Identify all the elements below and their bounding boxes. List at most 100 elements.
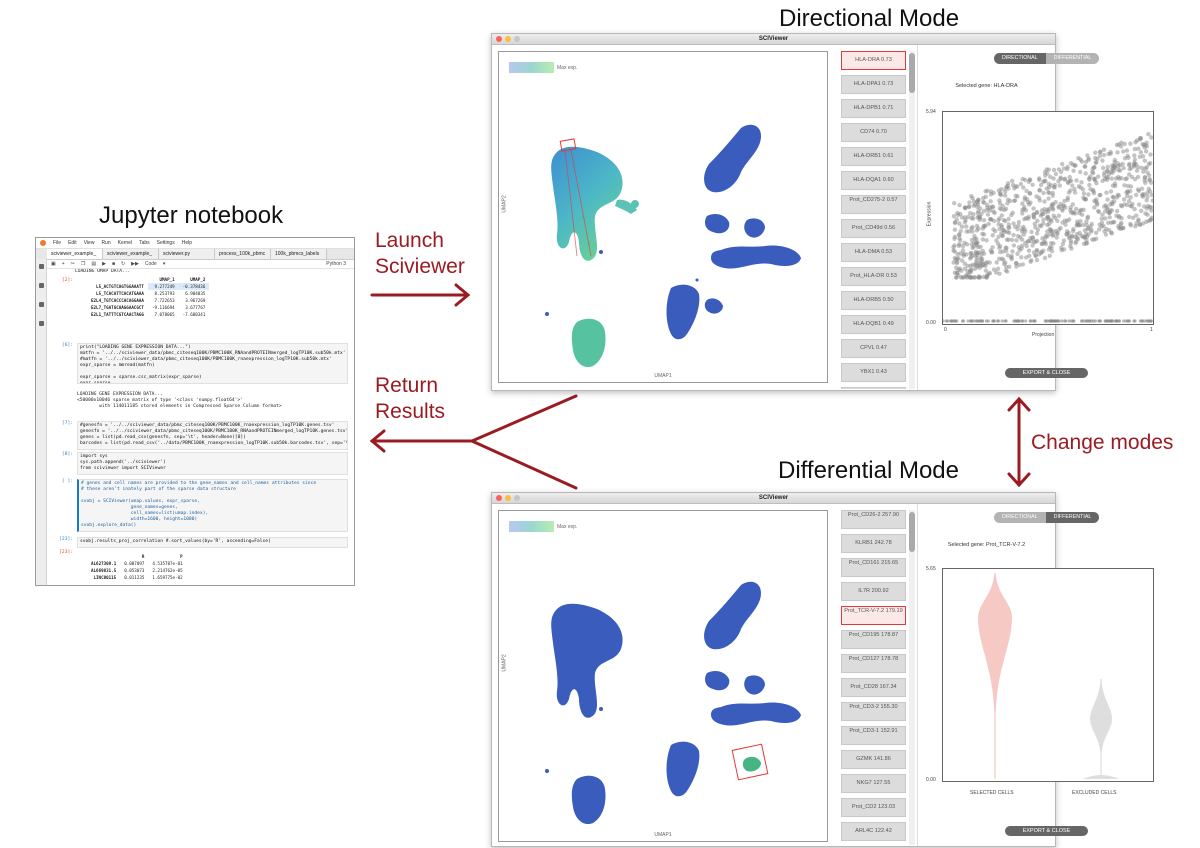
extension-icon[interactable] xyxy=(38,321,44,326)
gene-list-item[interactable]: HLA-DQB1 0.49 xyxy=(841,315,906,334)
gene-list-item[interactable]: Prot_CD3-2 155.30 xyxy=(841,702,906,721)
run-icon[interactable]: ▶ xyxy=(102,260,106,267)
restart-icon[interactable]: ↻ xyxy=(120,260,126,267)
gene-list-item[interactable]: Prot_CD275-2 0.57 xyxy=(841,195,906,214)
gene-list-item[interactable]: NKG7 127.55 xyxy=(841,774,906,793)
gene-list-item[interactable]: MARCKS 0.43 xyxy=(841,387,906,389)
fast-forward-icon[interactable]: ▶▶ xyxy=(131,260,139,267)
mode-toggle[interactable]: DIRECTIONAL DIFFERENTIAL xyxy=(994,512,1100,523)
code-cell-9[interactable]: # genes and cell names are provided to t… xyxy=(77,479,348,532)
scatter-point xyxy=(1010,210,1015,215)
gene-list-item[interactable]: HLA-DMA 0.53 xyxy=(841,243,906,262)
menu-help[interactable]: Help xyxy=(181,240,193,246)
gene-list-item[interactable]: Prot_CD26-2 257.90 xyxy=(841,510,906,529)
gene-list-item[interactable]: Prot_CD3-1 152.91 xyxy=(841,726,906,745)
scatter-point xyxy=(1094,197,1099,202)
mode-toggle[interactable]: DIRECTIONAL DIFFERENTIAL xyxy=(994,53,1100,64)
export-close-button[interactable]: EXPORT & CLOSE xyxy=(1005,368,1088,378)
gene-list-item[interactable]: Prot_CD195 178.87 xyxy=(841,630,906,649)
scatter-point xyxy=(961,275,966,280)
menu-file[interactable]: File xyxy=(53,240,62,246)
gene-list-item[interactable]: IL7R 200.92 xyxy=(841,582,906,601)
gene-list-item[interactable]: CPVL 0.47 xyxy=(841,339,906,358)
scrollbar-thumb[interactable] xyxy=(909,512,915,552)
tab-process-pbmc[interactable]: process_100k_pbmc xyxy=(215,249,271,259)
code-cell-8[interactable]: import sys sys.path.append('../sciviewer… xyxy=(77,452,348,475)
scrollbar-thumb[interactable] xyxy=(909,53,915,93)
gene-list-item[interactable]: CD74 0.70 xyxy=(841,123,906,142)
running-icon[interactable] xyxy=(38,283,44,288)
gene-list-item[interactable]: HLA-DRB5 0.50 xyxy=(841,291,906,310)
toggle-directional[interactable]: DIRECTIONAL xyxy=(994,53,1046,64)
code-cell-23[interactable]: svobj.results_proj_correlation #.sort_va… xyxy=(77,537,348,548)
gene-list-item[interactable]: Prot_CD28 167.34 xyxy=(841,678,906,697)
gene-list-item[interactable]: HLA-DQA1 0.60 xyxy=(841,171,906,190)
copy-icon[interactable]: ❐ xyxy=(80,260,86,267)
scatter-point xyxy=(1061,238,1067,243)
maximize-icon[interactable] xyxy=(514,495,520,501)
tab-sciviewer-example-2[interactable]: sciviewer_example_ xyxy=(103,249,159,259)
table-cell: 6.904835 xyxy=(185,291,206,296)
close-icon[interactable] xyxy=(496,495,502,501)
tab-pbmcs-labels[interactable]: 100k_pbmcs_labels xyxy=(271,249,327,259)
minimize-icon[interactable] xyxy=(505,495,511,501)
table-cell: 0.053073 xyxy=(124,568,145,573)
gene-list-item[interactable]: HLA-DRA 0.73 xyxy=(841,51,906,70)
gene-list-item[interactable]: Prot_HLA-DR 0.53 xyxy=(841,267,906,286)
gene-list-item[interactable]: HLA-DRB1 0.61 xyxy=(841,147,906,166)
folder-icon[interactable] xyxy=(38,264,44,269)
table-header xyxy=(87,276,148,283)
save-icon[interactable]: ▣ xyxy=(51,260,56,267)
gene-list-item[interactable]: Prot_CD161 215.65 xyxy=(841,558,906,577)
tab-sciviewer-example-1[interactable]: sciviewer_example_ xyxy=(47,249,103,259)
add-cell-icon[interactable]: + xyxy=(61,260,65,267)
menu-kernel[interactable]: Kernel xyxy=(117,240,133,246)
cell-type-select[interactable]: Code xyxy=(144,260,157,267)
code-cell-6[interactable]: print("LOADING GENE EXPRESSION DATA...")… xyxy=(77,343,348,384)
gene-list-item[interactable]: KLRB1 242.78 xyxy=(841,534,906,553)
gene-list-scrollbar[interactable] xyxy=(909,510,915,845)
umap-plot[interactable]: Max exp. UMAP2 UMAP1 xyxy=(498,510,828,842)
gene-list-item[interactable]: YBX1 0.43 xyxy=(841,363,906,382)
toggle-differential[interactable]: DIFFERENTIAL xyxy=(1045,53,1100,64)
gene-list-item[interactable]: Prot_CD127 178.78 xyxy=(841,654,906,673)
menu-settings[interactable]: Settings xyxy=(156,240,175,246)
gene-list-item[interactable]: Prot_CD2 123.03 xyxy=(841,798,906,817)
scatter-point xyxy=(1025,197,1030,202)
scatter-point xyxy=(977,261,982,266)
menu-view[interactable]: View xyxy=(83,240,95,246)
toggle-directional[interactable]: DIRECTIONAL xyxy=(994,512,1046,523)
minimize-icon[interactable] xyxy=(505,36,511,42)
scatter-point xyxy=(1118,225,1123,230)
scatter-point xyxy=(969,237,975,243)
export-close-button[interactable]: EXPORT & CLOSE xyxy=(1005,826,1088,836)
gene-list-item[interactable]: Prot_CD49d 0.56 xyxy=(841,219,906,238)
gene-list-item[interactable]: GZMK 141.86 xyxy=(841,750,906,769)
scatter-point xyxy=(1099,220,1105,225)
umap-plot[interactable]: Max exp. xyxy=(498,51,828,383)
code-cell-7[interactable]: #genesfn = '../../sciviewer_data/pbmc_ci… xyxy=(77,421,348,450)
gene-list-item[interactable]: ARL4C 122.42 xyxy=(841,822,906,841)
scatter-point xyxy=(1070,202,1076,207)
menu-tabs[interactable]: Tabs xyxy=(139,240,150,246)
stop-icon[interactable]: ■ xyxy=(111,260,115,267)
gene-list-scrollbar[interactable] xyxy=(909,51,915,389)
scatter-point xyxy=(969,242,974,247)
chevron-down-icon[interactable]: ▾ xyxy=(162,260,166,267)
gene-list-item[interactable]: Prot_TCR-V-7.2 179.19 xyxy=(841,606,906,625)
paste-icon[interactable]: ▤ xyxy=(91,260,97,267)
gene-list-item[interactable]: HLA-DPA1 0.73 xyxy=(841,75,906,94)
tab-sciviewer-py[interactable]: sciviewer.py xyxy=(159,249,215,259)
menu-run[interactable]: Run xyxy=(101,240,111,246)
close-icon[interactable] xyxy=(496,36,502,42)
cut-icon[interactable]: ✂ xyxy=(70,260,75,267)
scatter-point xyxy=(1076,184,1082,189)
maximize-icon[interactable] xyxy=(514,36,520,42)
menu-edit[interactable]: Edit xyxy=(68,240,77,246)
scatter-point xyxy=(1023,229,1028,234)
gene-list-item[interactable]: HLA-DPB1 0.71 xyxy=(841,99,906,118)
toggle-differential[interactable]: DIFFERENTIAL xyxy=(1045,512,1100,523)
commands-icon[interactable] xyxy=(38,302,44,307)
